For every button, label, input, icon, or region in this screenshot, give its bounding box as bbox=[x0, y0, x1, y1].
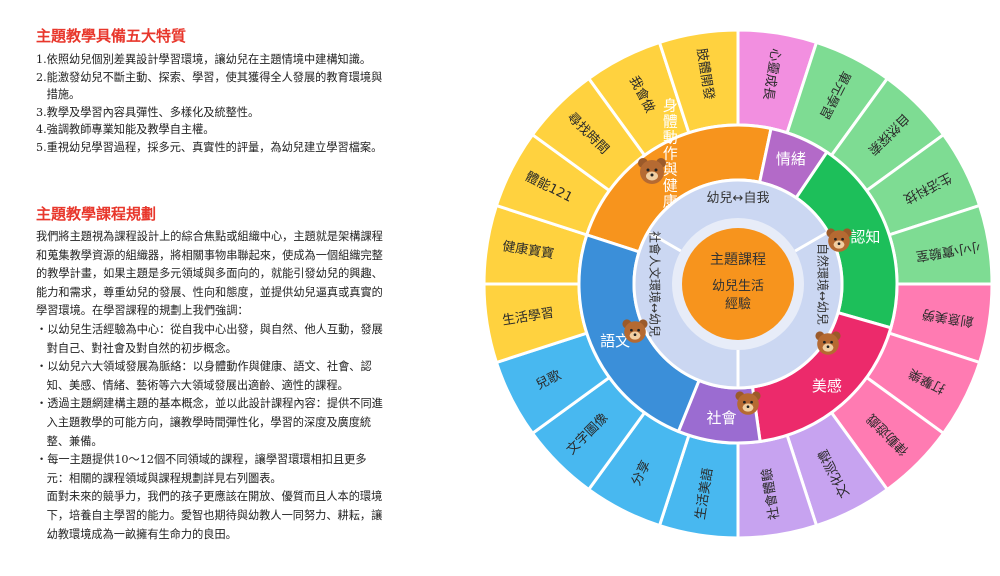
bear-icon bbox=[826, 228, 852, 252]
paragraph-line: 知、美感、情緒、藝術等六大領域發展出適齡、適性的課程。 bbox=[36, 378, 349, 392]
svg-text:身體動作與健康: 身體動作與健康 bbox=[663, 97, 678, 211]
domain-label: 語文 bbox=[600, 332, 630, 350]
domain-label: 認知 bbox=[850, 228, 880, 246]
paragraph-line: 能力和需求，尊重幼兒的發展、性向和態度，並提供幼兒逼真或真實的 bbox=[36, 285, 383, 299]
planning-title: 主題教學課程規劃 bbox=[36, 205, 157, 223]
svg-text:社會: 社會 bbox=[706, 409, 736, 427]
bear-icon bbox=[622, 319, 648, 343]
features-list: 1.依照幼兒個別差異設計學習環境，讓幼兒在主題情境中建構知識。 2.能激發幼兒不… bbox=[36, 51, 382, 156]
paragraph-line: 入主題教學的可能方向，讓教學時間彈性化，學習的深度及廣度統 bbox=[36, 415, 372, 429]
list-item: 4.強調教師專業知能及教學自主權。 bbox=[36, 123, 215, 136]
inner-label: 幼兒↔自我 bbox=[707, 191, 770, 206]
domain-label: 美感 bbox=[812, 377, 842, 395]
paragraph-line: 學習環境。在學習課程的規劃上我們強調： bbox=[36, 304, 249, 318]
list-item: 1.依照幼兒個別差異設計學習環境，讓幼兒在主題情境中建構知識。 bbox=[36, 53, 372, 66]
paragraph-line: 我們將主題視為課程設計上的綜合焦點或組織中心，主題就是架構課程 bbox=[36, 230, 383, 243]
paragraph-line: ・以幼兒六大領域發展為脈絡：以身體動作與健康、語文、社會、認 bbox=[36, 360, 372, 374]
bear-icon bbox=[735, 391, 761, 415]
svg-text:情緒: 情緒 bbox=[776, 150, 806, 168]
svg-text:認知: 認知 bbox=[850, 228, 880, 246]
domain-label: 身體動作與健康 bbox=[663, 97, 678, 211]
paragraph-line: 和蒐集教學資源的組織器，將相關事物串聯起來，使成為一個組織完整 bbox=[36, 248, 383, 262]
domain-label: 情緒 bbox=[776, 150, 806, 168]
paragraph-line: ・每一主題提供10～12個不同領域的課程，讓學習環環相扣且更多 bbox=[36, 453, 367, 467]
paragraph-line: 下，培養自主學習的能力。愛智也期待與幼教人一同努力、耕耘，讓 bbox=[36, 508, 383, 522]
inner-label: 社會人文環境↔幼兒 bbox=[648, 231, 663, 337]
list-item: 措施。 bbox=[36, 88, 81, 101]
inner-label: 自然環境↔幼兒 bbox=[816, 243, 831, 325]
center-disc bbox=[682, 228, 794, 340]
paragraph-line: 的教學計畫，如果主題是多元領域與多面向的，就能引發幼兒的興趣、 bbox=[36, 267, 383, 281]
planning-body: 我們將主題視為課程設計上的綜合焦點或組織中心，主題就是架構課程 和蒐集教學資源的… bbox=[36, 228, 442, 544]
center-title: 主題課程 bbox=[710, 252, 766, 268]
features-title: 主題教學具備五大特質 bbox=[36, 27, 187, 45]
list-item: 5.重視幼兒學習過程，採多元、真實性的評量，為幼兒建立學習檔案。 bbox=[36, 140, 383, 154]
bear-icon bbox=[815, 331, 841, 355]
svg-text:語文: 語文 bbox=[600, 332, 630, 350]
paragraph-line: ・以幼兒生活經驗為中心：從自我中心出發，與自然、他人互動，發展 bbox=[36, 322, 383, 336]
paragraph-line: 元：相關的課程領域與課程規劃詳見右列圖表。 bbox=[36, 471, 282, 485]
paragraph-line: 幼教環境成為一畝擁有生命力的良田。 bbox=[36, 527, 237, 541]
paragraph-line: 對自己、對社會及對自然的初步概念。 bbox=[36, 341, 237, 355]
curriculum-wheel: 我會做肢體開發心靈成長單元學習自然探索生活科技小小實驗室創意美勞打擊樂律動遊戲文… bbox=[482, 28, 994, 540]
paragraph-line: 整、兼備。 bbox=[36, 434, 103, 448]
center-subtitle: 經驗 bbox=[725, 297, 751, 312]
center-subtitle: 幼兒生活 bbox=[712, 279, 764, 294]
paragraph-line: 面對未來的競爭力，我們的孩子更應該在開放、優質而且人本的環境 bbox=[36, 490, 383, 504]
list-item: 3.教學及學習內容具彈性、多樣化及統整性。 bbox=[36, 105, 260, 119]
svg-text:美感: 美感 bbox=[812, 377, 842, 395]
list-item: 2.能激發幼兒不斷主動、探索、學習，使其獲得全人發展的教育環境與 bbox=[36, 70, 383, 84]
bear-icon bbox=[638, 158, 666, 184]
paragraph-line: ・透過主題網建構主題的基本概念，並以此設計課程內容：提供不同進 bbox=[36, 397, 383, 411]
domain-label: 社會 bbox=[706, 409, 736, 427]
